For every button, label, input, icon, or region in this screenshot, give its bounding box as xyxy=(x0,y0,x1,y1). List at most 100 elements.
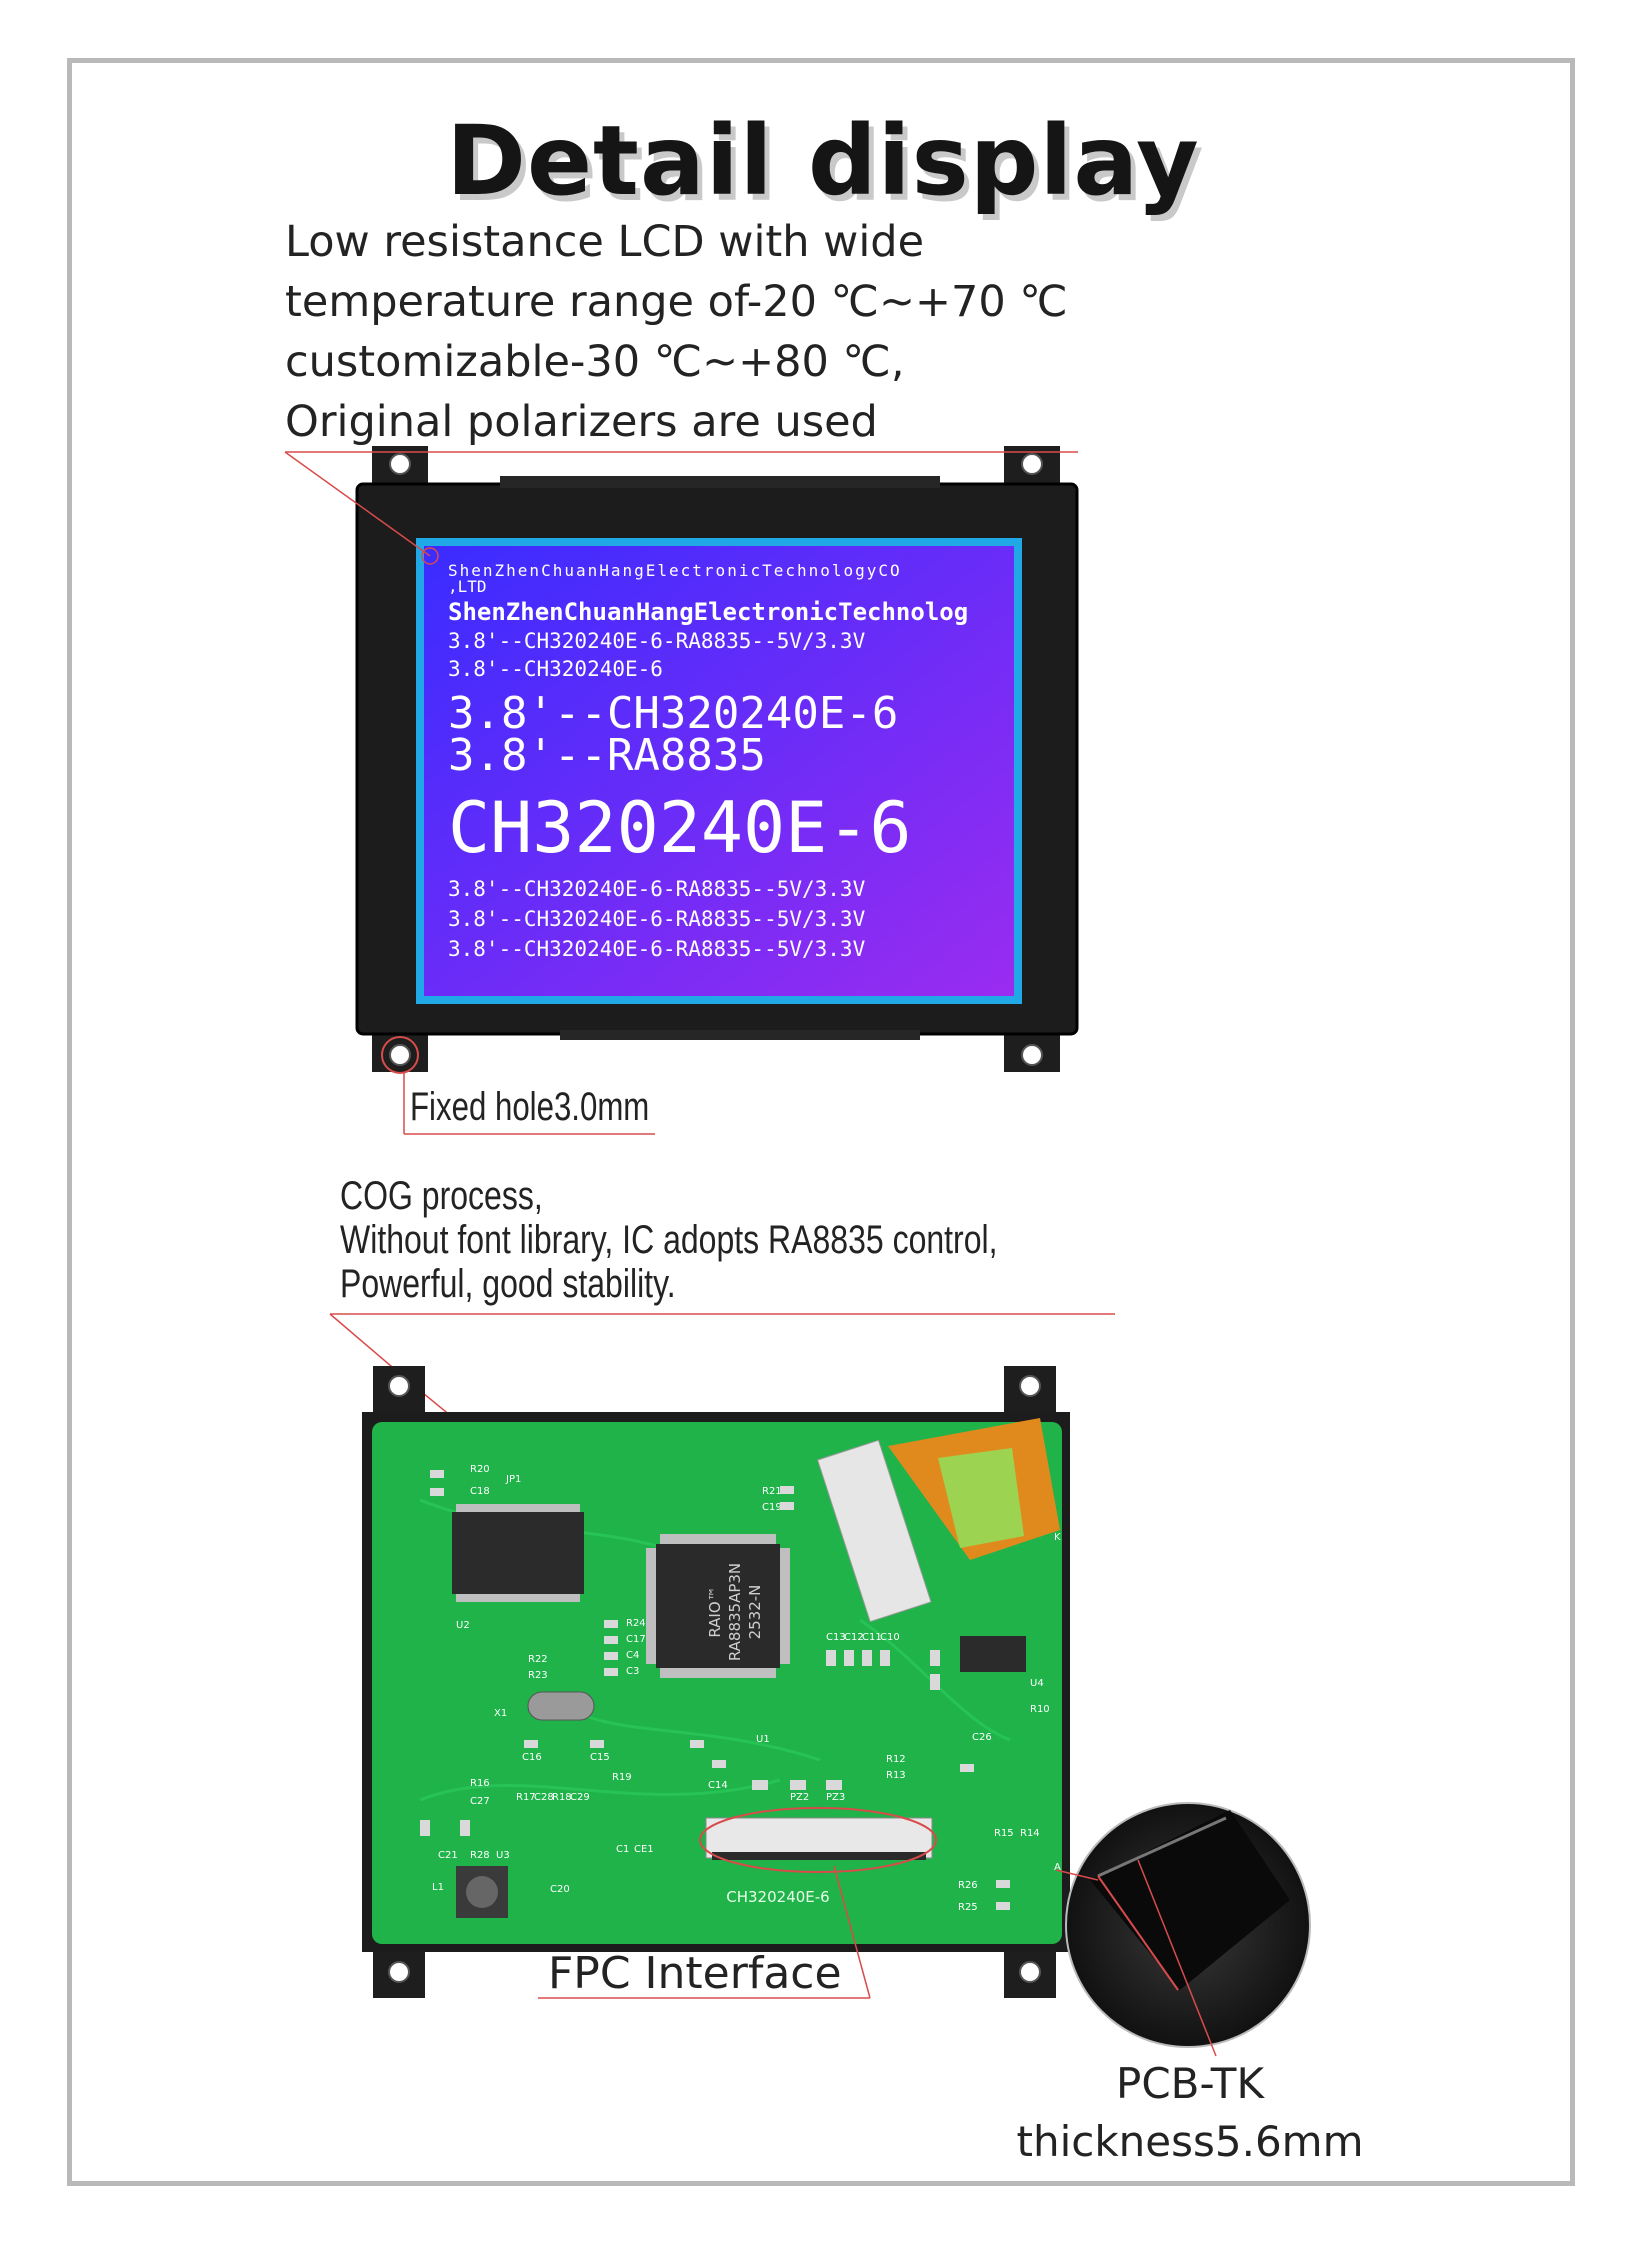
pcb-thickness-inset xyxy=(1055,1802,1311,2057)
silk-label: C29 xyxy=(570,1792,590,1803)
lcd-line: 3.8'--RA8835 xyxy=(448,730,766,781)
silk-label: X1 xyxy=(494,1708,507,1719)
pcb-tk-line: PCB-TK xyxy=(1116,2059,1264,2108)
silk-label: C4 xyxy=(626,1650,639,1661)
silk-label: C20 xyxy=(550,1884,570,1895)
fpc-interface-label: FPC Interface xyxy=(548,1948,842,1999)
silk-label: R18 xyxy=(552,1792,572,1803)
lcd-feature-line: Original polarizers are used xyxy=(285,397,878,447)
frame-bottom-lip xyxy=(560,1030,920,1040)
frame-top-lip xyxy=(500,476,940,488)
silk-label: K xyxy=(1054,1532,1061,1543)
lcd-module-back: RAIO™ RA8835AP3N 2532-N CH320240E-6 R20 … xyxy=(362,1366,1070,1998)
chip-marking: RAIO™ xyxy=(706,1586,724,1637)
silk-label: C3 xyxy=(626,1666,639,1677)
lcd-active-area xyxy=(424,546,1014,996)
silk-label: U3 xyxy=(496,1850,510,1861)
lcd-line: CH320240E-6 xyxy=(448,787,912,869)
inset-highlight xyxy=(1097,1816,1227,1878)
silk-label: R17 xyxy=(516,1792,536,1803)
silk-label: PZ2 xyxy=(790,1792,809,1803)
silk-label: U2 xyxy=(456,1620,470,1631)
silk-label: R14 xyxy=(1020,1828,1040,1839)
chip-marking: 2532-N xyxy=(746,1585,764,1640)
silk-label: C17 xyxy=(626,1634,646,1645)
silk-label: C12 xyxy=(844,1632,864,1643)
lcd-line: 3.8'--CH320240E-6-RA8835--5V/3.3V xyxy=(448,937,866,961)
silk-label: L1 xyxy=(432,1882,444,1893)
lcd-line: 3.8'--CH320240E-6-RA8835--5V/3.3V xyxy=(448,907,866,931)
passive-components xyxy=(420,1470,1010,1910)
lcd-line: 3.8'--CH320240E-6-RA8835--5V/3.3V xyxy=(448,629,866,653)
fpc-callout xyxy=(538,1865,871,1999)
chip-pins xyxy=(646,1534,790,1678)
mount-hole-icon xyxy=(389,453,411,475)
fixed-hole-label: Fixed hole3.0mm xyxy=(410,1085,650,1129)
pcb-tk-line: thickness5.6mm xyxy=(1016,2117,1364,2166)
lcd-line: 3.8'--CH320240E-6 xyxy=(448,657,663,681)
silk-label: C1 xyxy=(616,1844,629,1855)
silk-label: C10 xyxy=(880,1632,900,1643)
silk-label: C26 xyxy=(972,1732,992,1743)
lcd-feature-line: customizable-30 ℃~+80 ℃, xyxy=(285,337,905,387)
fixed-hole-callout xyxy=(381,1036,655,1135)
cog-feature-line: Without font library, IC adopts RA8835 c… xyxy=(340,1218,998,1262)
page-title: Detail display xyxy=(446,105,1200,217)
silk-label: R15 xyxy=(994,1828,1014,1839)
silk-label: A xyxy=(1054,1862,1061,1873)
silk-label: R22 xyxy=(528,1654,548,1665)
mount-hole-icon xyxy=(1021,1044,1043,1066)
lcd-line: 3.8'--CH320240E-6 xyxy=(448,688,898,739)
inset-frame-edge xyxy=(1090,1810,1290,1990)
silk-label: C28 xyxy=(534,1792,554,1803)
silk-label: R20 xyxy=(470,1464,490,1475)
thickness-leader xyxy=(1137,1859,1217,2057)
lcd-module-front: ShenZhenChuanHangElectronicTechnologyCO … xyxy=(355,446,1079,1072)
lcd-feature-line: temperature range of-20 ℃~+70 ℃ xyxy=(285,277,1068,327)
flex-cable-stiffener xyxy=(938,1448,1024,1548)
mount-hole-icon xyxy=(389,1044,411,1066)
fpc-latch xyxy=(712,1852,926,1860)
lcd-line: ShenZhenChuanHangElectronicTechnologyCO xyxy=(448,561,902,580)
mount-hole-icon xyxy=(1019,1375,1041,1397)
thickness-marker xyxy=(1097,1875,1179,1991)
mount-hole-icon xyxy=(388,1375,410,1397)
silk-label: C11 xyxy=(862,1632,882,1643)
cog-feature-description: COG process, Without font library, IC ad… xyxy=(340,1174,998,1306)
silk-label: C13 xyxy=(826,1632,846,1643)
silk-label: R26 xyxy=(958,1880,978,1891)
fpc-top-connector xyxy=(816,1439,932,1623)
lcd-line: 3.8'--CH320240E-6-RA8835--5V/3.3V xyxy=(448,877,866,901)
silk-label: R16 xyxy=(470,1778,490,1789)
inset-pointer xyxy=(1055,1869,1099,1881)
silk-label: R21 xyxy=(762,1486,782,1497)
page-border xyxy=(67,58,1575,2186)
mount-hole-icon xyxy=(1019,1961,1041,1983)
silk-label: R25 xyxy=(958,1902,978,1913)
chip-u4 xyxy=(960,1636,1026,1672)
silk-label: C16 xyxy=(522,1752,542,1763)
fpc-bottom-connector xyxy=(705,1817,933,1859)
fpc-highlight xyxy=(699,1807,937,1873)
silk-label: U4 xyxy=(1030,1678,1044,1689)
mount-hole-icon xyxy=(1021,453,1043,475)
pcb-thickness-label: PCB-TK thickness5.6mm xyxy=(1010,2055,1370,2171)
silk-label: R10 xyxy=(1030,1704,1050,1715)
silk-label: C21 xyxy=(438,1850,458,1861)
silk-label: C27 xyxy=(470,1796,490,1807)
lcd-feature-description: Low resistance LCD with wide temperature… xyxy=(285,212,1068,452)
silk-label: PZ3 xyxy=(826,1792,845,1803)
silk-label: R19 xyxy=(612,1772,632,1783)
cog-feature-line: Powerful, good stability. xyxy=(340,1262,676,1306)
lcd-line: ShenZhenChuanHangElectronicTechnolog xyxy=(448,598,968,626)
silk-label: U1 xyxy=(756,1734,770,1745)
cog-feature-line: COG process, xyxy=(340,1174,543,1218)
silk-label: R13 xyxy=(886,1770,906,1781)
silk-label: CE1 xyxy=(634,1844,654,1855)
chip-u2 xyxy=(452,1512,584,1594)
inductor-core xyxy=(466,1876,498,1908)
polarizer-callout xyxy=(284,451,1078,565)
silk-label: R12 xyxy=(886,1754,906,1765)
chip-pins xyxy=(456,1504,580,1602)
silk-label: R23 xyxy=(528,1670,548,1681)
